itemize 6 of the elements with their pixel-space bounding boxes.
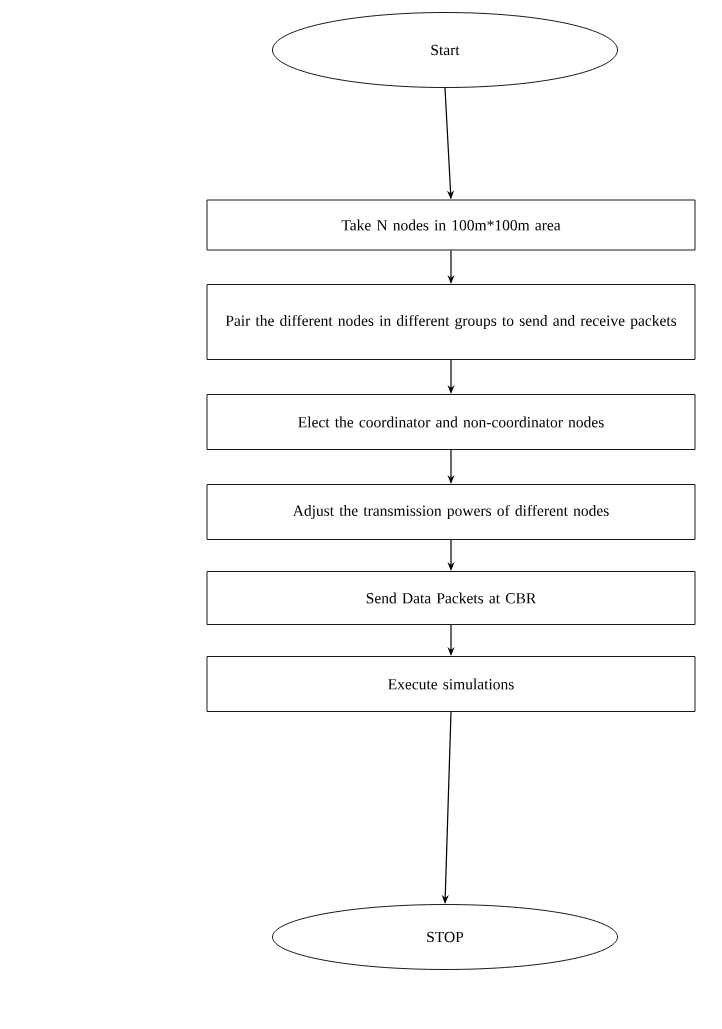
process-box: Send Data Packets at CBR [206,571,696,625]
process-box: Take N nodes in 100m*100m area [206,199,696,251]
process-box: Execute simulations [206,656,696,712]
process-box: Elect the coordinator and non-coordinator nodes [206,394,696,450]
process-box: Pair the different nodes in different groups to send and receive packets [206,284,696,360]
process-box: Adjust the transmission powers of different nodes [206,484,696,540]
